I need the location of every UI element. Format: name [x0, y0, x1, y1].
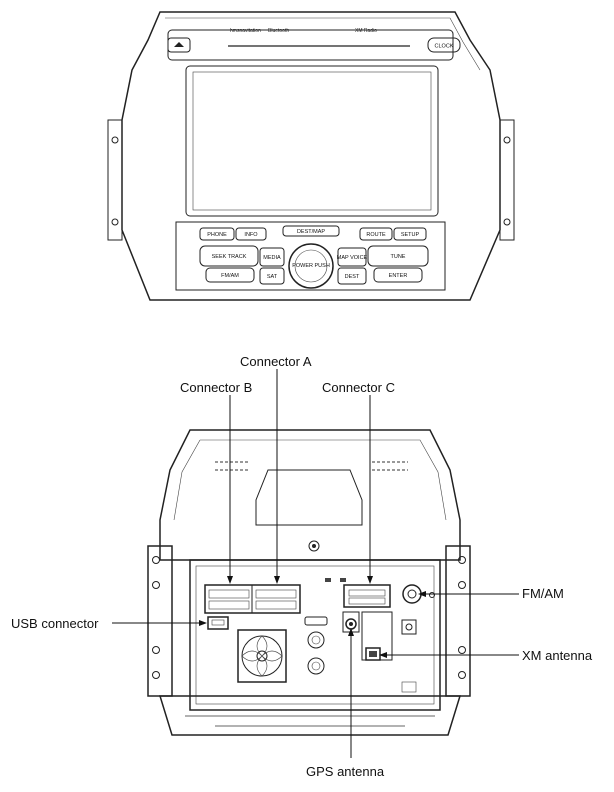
callout-lines	[112, 369, 519, 758]
seek-track-button[interactable]	[199, 245, 259, 267]
label-fm-am: FM/AM	[522, 586, 564, 601]
phone-button[interactable]	[199, 227, 235, 241]
clock-button[interactable]	[427, 37, 461, 53]
usb-port	[207, 616, 229, 630]
connector-c	[343, 584, 391, 608]
xm-antenna-port	[365, 647, 381, 661]
label-connector-b: Connector B	[180, 380, 252, 395]
info-button-label: INFO	[244, 232, 258, 238]
bluetooth-text: Bluetooth	[268, 28, 289, 34]
eject-button[interactable]	[167, 37, 191, 53]
setup-button-label: SETUP	[401, 232, 420, 238]
label-connector-c: Connector C	[322, 380, 395, 395]
brand-text: hmsnavitation	[230, 28, 261, 34]
eject-icon	[174, 42, 184, 47]
seek-track-label: SEEK TRACK	[212, 254, 247, 260]
sat-button-label: SAT	[267, 274, 278, 280]
enter-button-label: ENTER	[389, 273, 408, 279]
power-knob-label: POWER PUSH	[292, 263, 330, 269]
status-text: XM Radio	[355, 28, 377, 34]
route-button-label: ROUTE	[366, 232, 386, 238]
tune-button-label: TUNE	[391, 254, 406, 260]
media-button[interactable]	[259, 247, 285, 267]
label-connector-a: Connector A	[240, 354, 312, 369]
dest-button-label: DEST	[345, 274, 360, 280]
map-button[interactable]	[282, 225, 340, 237]
setup-button[interactable]	[393, 227, 427, 241]
map-voice-button-label: MAP VOICE	[337, 255, 368, 261]
phone-button-label: PHONE	[207, 232, 227, 238]
front-panel: hmsnavitation Bluetooth XM Radio CLOCK D…	[107, 11, 515, 301]
info-button[interactable]	[235, 227, 267, 241]
rear-panel	[147, 429, 471, 736]
label-usb-connector: USB connector	[11, 616, 99, 631]
dest-button[interactable]	[337, 267, 367, 285]
tune-button[interactable]	[367, 245, 429, 267]
label-gps-antenna: GPS antenna	[306, 764, 385, 779]
fm-am-button-label: FM/AM	[221, 273, 239, 279]
cooling-fan	[237, 629, 287, 683]
map-voice-button[interactable]	[337, 247, 367, 267]
route-button[interactable]	[359, 227, 393, 241]
power-knob[interactable]	[288, 243, 334, 289]
enter-button[interactable]	[373, 267, 423, 283]
display-screen[interactable]	[185, 65, 439, 217]
sat-button[interactable]	[259, 267, 285, 285]
fm-am-button[interactable]	[205, 267, 255, 283]
media-button-label: MEDIA	[263, 255, 281, 261]
label-xm-antenna: XM antenna	[522, 648, 593, 663]
map-button-label: DEST/MAP	[297, 229, 325, 235]
clock-button-label: CLOCK	[435, 44, 454, 50]
